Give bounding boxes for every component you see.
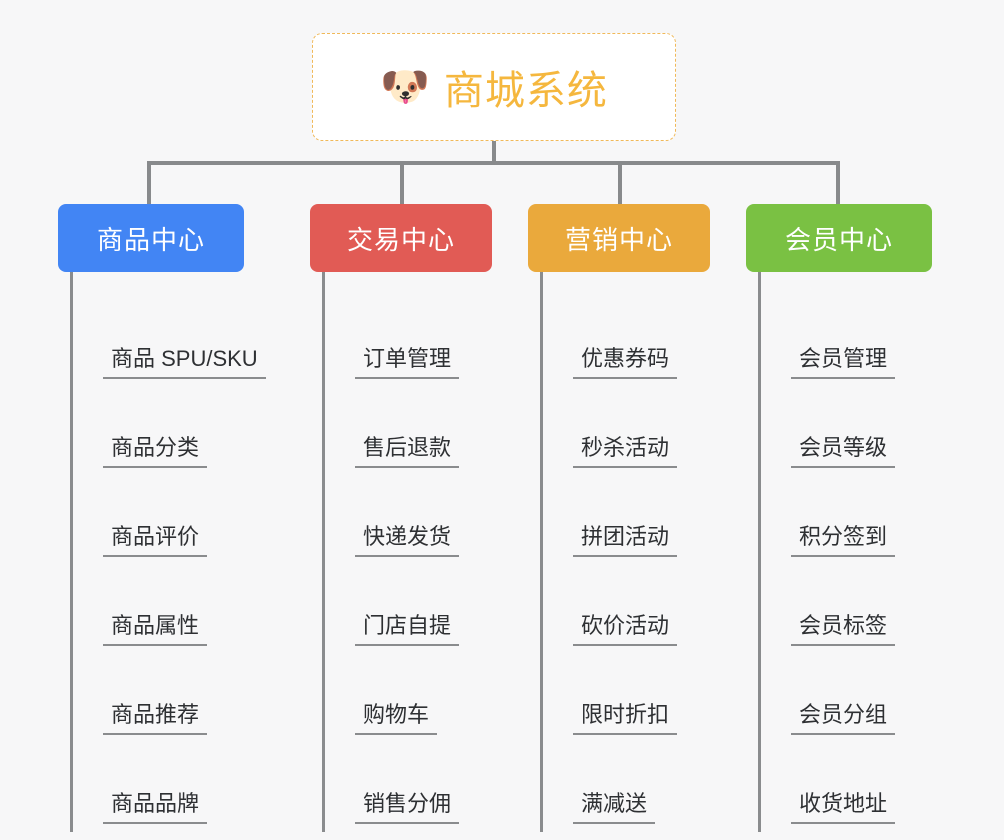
leaf-label: 满减送 xyxy=(573,791,656,824)
leaf-label: 订单管理 xyxy=(355,346,460,379)
root-node[interactable]: 🐶 商城系统 xyxy=(312,33,676,141)
leaf-label: 销售分佣 xyxy=(355,791,460,824)
category-label: 商品中心 xyxy=(96,224,205,255)
list-item[interactable]: 商品 SPU/SKU xyxy=(70,290,266,379)
leaf-trunk xyxy=(322,272,325,832)
connector-drop-marketing-center xyxy=(618,161,622,206)
leaf-label: 会员标签 xyxy=(791,613,896,646)
leaf-stack-product-center: 商品 SPU/SKU 商品分类 商品评价 商品属性 商品推荐 商品品牌 xyxy=(70,272,266,832)
list-item[interactable]: 购物车 xyxy=(322,646,492,735)
leaf-label: 优惠券码 xyxy=(573,346,678,379)
category-label: 会员中心 xyxy=(784,224,893,255)
list-item[interactable]: 商品属性 xyxy=(70,557,244,646)
leaf-trunk xyxy=(758,272,761,832)
leaf-label: 商品 SPU/SKU xyxy=(103,346,266,379)
leaf-trunk xyxy=(540,272,543,832)
list-item[interactable]: 满减送 xyxy=(540,735,710,824)
category-header-member-center[interactable]: 会员中心 xyxy=(746,204,932,272)
category-column-trade-center: 交易中心 订单管理 售后退款 快递发货 门店自提 购物车 销售分佣 xyxy=(310,204,492,832)
dog-face-icon: 🐶 xyxy=(380,65,430,109)
connector-drop-product-center xyxy=(147,161,151,206)
list-item[interactable]: 会员等级 xyxy=(758,379,932,468)
list-item[interactable]: 秒杀活动 xyxy=(540,379,710,468)
leaf-label: 售后退款 xyxy=(355,435,460,468)
list-item[interactable]: 收货地址 xyxy=(758,735,932,824)
list-item[interactable]: 商品分类 xyxy=(70,379,244,468)
leaf-label: 积分签到 xyxy=(791,524,896,557)
leaf-label: 会员等级 xyxy=(791,435,896,468)
list-item[interactable]: 积分签到 xyxy=(758,468,932,557)
leaf-label: 秒杀活动 xyxy=(573,435,678,468)
list-item[interactable]: 销售分佣 xyxy=(322,735,492,824)
leaf-label: 门店自提 xyxy=(355,613,460,646)
leaf-label: 商品分类 xyxy=(103,435,208,468)
leaf-label: 商品推荐 xyxy=(103,702,208,735)
root-title: 商城系统 xyxy=(443,69,608,113)
connector-bus xyxy=(148,161,840,165)
list-item[interactable]: 限时折扣 xyxy=(540,646,710,735)
leaf-label: 商品属性 xyxy=(103,613,208,646)
list-item[interactable]: 订单管理 xyxy=(322,290,492,379)
list-item[interactable]: 商品推荐 xyxy=(70,646,244,735)
leaf-trunk xyxy=(70,272,73,832)
category-column-marketing-center: 营销中心 优惠券码 秒杀活动 拼团活动 砍价活动 限时折扣 满减送 xyxy=(528,204,710,832)
category-column-product-center: 商品中心 商品 SPU/SKU 商品分类 商品评价 商品属性 商品推荐 商品品牌 xyxy=(58,204,266,832)
leaf-label: 拼团活动 xyxy=(573,524,678,557)
category-label: 营销中心 xyxy=(564,224,673,255)
list-item[interactable]: 快递发货 xyxy=(322,468,492,557)
leaf-label: 会员管理 xyxy=(791,346,896,379)
list-item[interactable]: 商品品牌 xyxy=(70,735,244,824)
leaf-label: 商品品牌 xyxy=(103,791,208,824)
category-label: 交易中心 xyxy=(346,224,455,255)
leaf-label: 限时折扣 xyxy=(573,702,678,735)
list-item[interactable]: 优惠券码 xyxy=(540,290,710,379)
leaf-label: 收货地址 xyxy=(791,791,896,824)
leaf-stack-member-center: 会员管理 会员等级 积分签到 会员标签 会员分组 收货地址 xyxy=(758,272,932,832)
leaf-stack-trade-center: 订单管理 售后退款 快递发货 门店自提 购物车 销售分佣 xyxy=(322,272,492,832)
category-header-trade-center[interactable]: 交易中心 xyxy=(310,204,492,272)
list-item[interactable]: 会员管理 xyxy=(758,290,932,379)
category-header-marketing-center[interactable]: 营销中心 xyxy=(528,204,710,272)
category-column-member-center: 会员中心 会员管理 会员等级 积分签到 会员标签 会员分组 收货地址 xyxy=(746,204,932,832)
category-header-product-center[interactable]: 商品中心 xyxy=(58,204,244,272)
list-item[interactable]: 门店自提 xyxy=(322,557,492,646)
list-item[interactable]: 售后退款 xyxy=(322,379,492,468)
list-item[interactable]: 砍价活动 xyxy=(540,557,710,646)
leaf-label: 商品评价 xyxy=(103,524,208,557)
connector-root-stem xyxy=(492,141,496,165)
list-item[interactable]: 拼团活动 xyxy=(540,468,710,557)
connector-drop-member-center xyxy=(836,161,840,206)
list-item[interactable]: 商品评价 xyxy=(70,468,244,557)
leaf-label: 快递发货 xyxy=(355,524,460,557)
leaf-label: 购物车 xyxy=(355,702,438,735)
leaf-label: 会员分组 xyxy=(791,702,896,735)
connector-drop-trade-center xyxy=(400,161,404,206)
leaf-label: 砍价活动 xyxy=(573,613,678,646)
list-item[interactable]: 会员分组 xyxy=(758,646,932,735)
list-item[interactable]: 会员标签 xyxy=(758,557,932,646)
leaf-stack-marketing-center: 优惠券码 秒杀活动 拼团活动 砍价活动 限时折扣 满减送 xyxy=(540,272,710,832)
